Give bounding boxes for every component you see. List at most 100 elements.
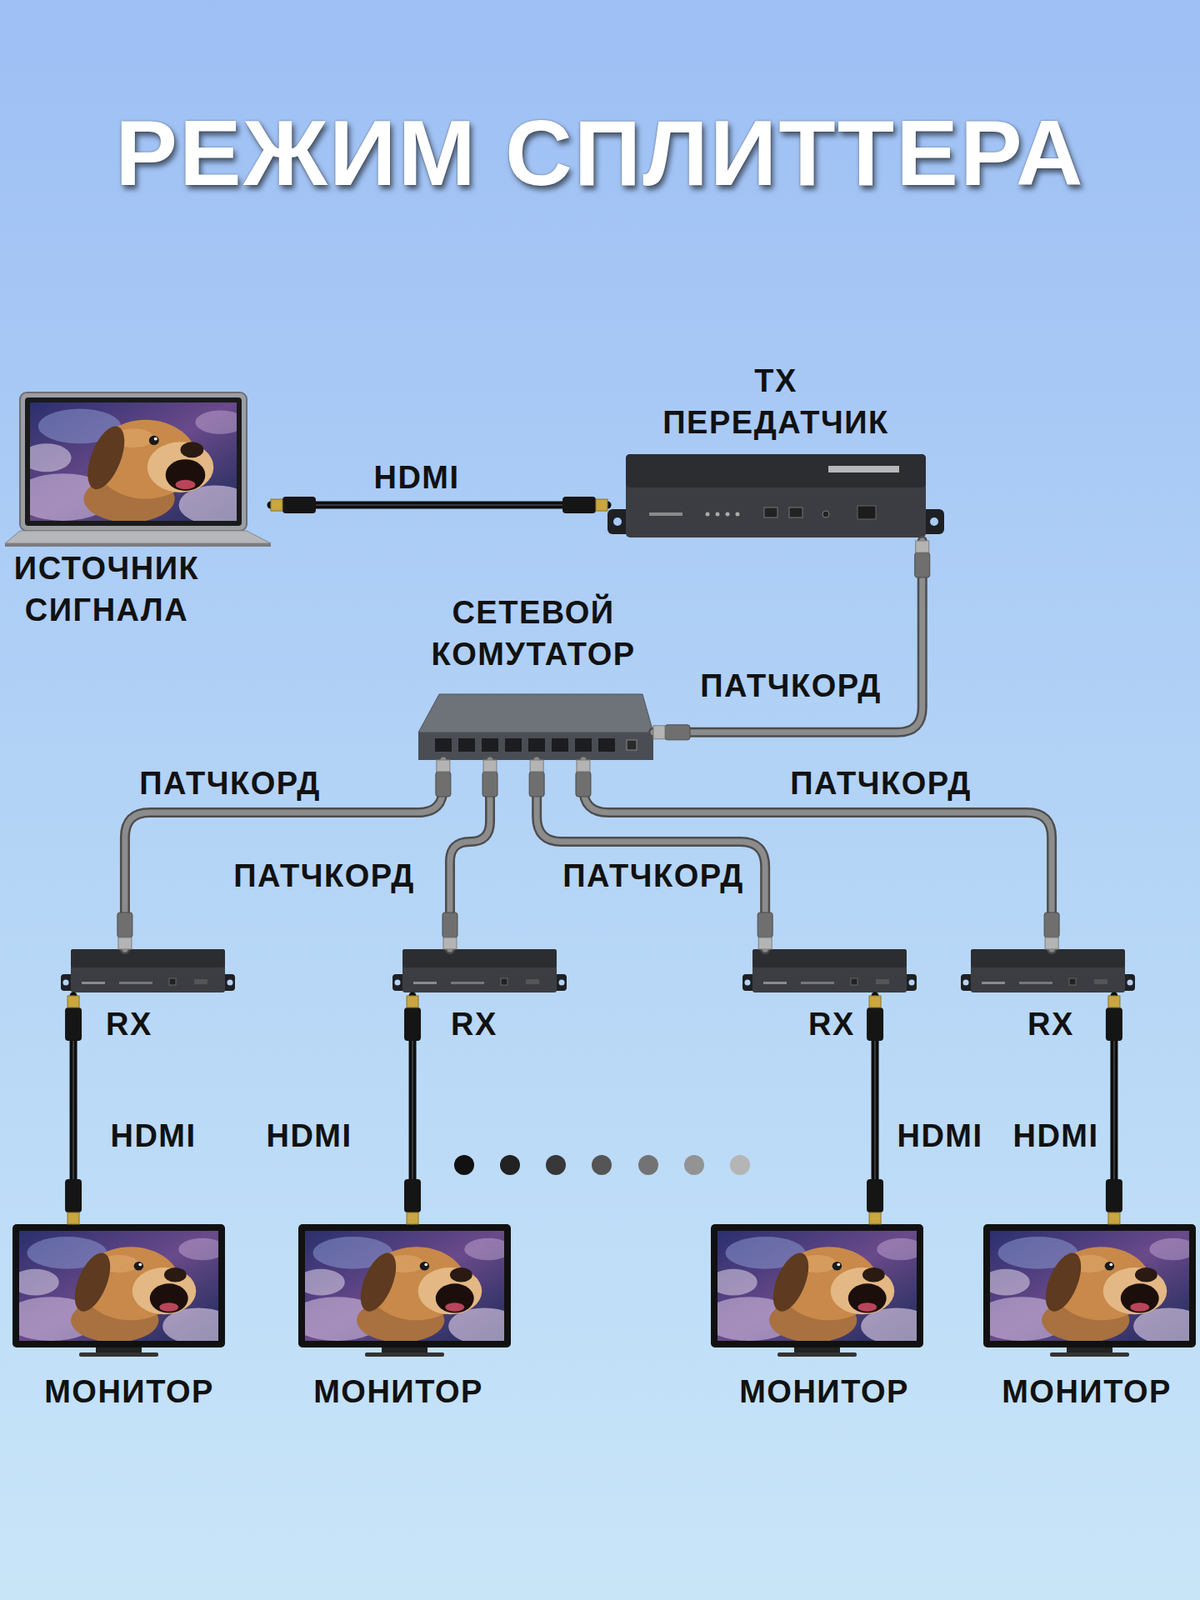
dot [591,1155,612,1175]
hdmi-cable [866,995,884,1225]
rx-device [60,949,235,993]
edge-label-wrap: ПАТЧКОРД [624,665,958,707]
cable-plug [866,995,884,1041]
diagram-title: РЕЖИМ СПЛИТТЕРА [115,97,1085,210]
device-label: МОНИТОР [20,1370,238,1413]
rj45-plug-boot [1044,912,1060,938]
cable-plug [1105,995,1123,1041]
hdmi-plug-tip [869,1212,881,1225]
rj45-plug-head [1045,937,1059,950]
cable-plug [529,760,545,797]
rj45-plug-boot [482,771,498,797]
device-label: RX [1000,1003,1101,1045]
title-wrap: РЕЖИМ СПЛИТТЕРА [0,97,1200,210]
device-label: ИСТОЧНИК СИГНАЛА [5,547,209,631]
switch-port [528,738,545,752]
dot [684,1155,705,1175]
dot [545,1155,566,1175]
rx-receiver: RX [742,949,917,996]
cable-label: HDMI [1012,1115,1099,1157]
hdmi-cable [1105,995,1123,1225]
hdmi-cable [65,995,82,1225]
monitor-node: МОНИТОР [12,1224,225,1358]
cable-plug [404,995,421,1041]
tx-transmitter: TX ПЕРЕДАТЧИК [607,454,945,541]
rj45-plug-boot [757,912,773,938]
cable-plug [1105,1179,1123,1225]
rj45-plug-head [530,760,544,772]
switch-port [505,738,522,752]
signal-source: ИСТОЧНИК СИГНАЛА [5,392,271,547]
switch-port [575,738,592,752]
cable-core [583,760,1052,950]
cable-core [536,760,765,950]
network-switch-device [418,694,654,760]
cable-plug [442,912,458,950]
hdmi-plug-body [1105,1007,1123,1041]
cable-core [653,540,923,733]
cable-plug [1044,912,1060,950]
cable-plug [65,1179,82,1225]
patch-cord [117,760,451,950]
cable-plug [435,760,451,797]
cable-jacket [270,501,608,510]
rj45-plug-boot [575,771,591,797]
ellipsis-dots [454,1155,750,1175]
rj45-plug-head [758,937,772,950]
hdmi-plug-tip [869,995,881,1008]
rx-device [742,949,917,993]
cable-label: HDMI [265,1115,352,1157]
hdmi-plug-body [65,1007,82,1041]
device-label: RX [781,1003,882,1045]
switch-port [481,738,499,752]
rj45-plug-head [915,540,930,553]
cable-label: ПАТЧКОРД [700,665,882,707]
cable-plug [482,760,498,797]
switch-port [551,738,569,752]
patch-cord [575,760,1060,950]
cable-plug [270,496,316,514]
cable-plug [915,540,930,578]
device-label: МОНИТОР [978,1370,1195,1413]
monitor-node: МОНИТОР [983,1224,1196,1358]
hdmi-plug-body [404,1179,421,1213]
hdmi-plug-body [282,496,316,514]
rj45-plug-boot [442,912,458,938]
rj45-plug-head [436,760,450,772]
monitor [289,1224,520,1357]
dot [500,1155,520,1175]
cable-plug [575,760,591,797]
laptop [5,392,271,547]
cable-label: HDMI [110,1115,196,1157]
hdmi-plug-tip [406,995,419,1008]
hdmi-plug-tip [1108,995,1120,1008]
patch-cord [442,760,498,950]
switch-top [418,694,654,733]
hdmi-plug-body [404,1007,421,1041]
switch-button [626,740,637,750]
rj45-plug-boot [117,912,133,938]
rj45-plug-head [653,725,665,740]
patch-cord [653,540,930,740]
patch-cord [529,760,773,950]
cable-plug [757,912,773,950]
monitor-node: МОНИТОР [710,1224,924,1358]
cable-label: ПАТЧКОРД [562,855,745,897]
edge-label-wrap: ПАТЧКОРД [157,855,491,897]
switch-port [435,738,452,752]
cable-plug [653,725,690,740]
device-label: TX ПЕРЕДАТЧИК [650,360,901,444]
rj45-plug-head [483,760,497,772]
laptop-base-edge [5,543,271,547]
switch-port [458,738,475,752]
rx-device [960,949,1135,993]
rx-device [392,949,567,993]
hdmi-plug-body [65,1179,82,1213]
rj45-plug-head [118,937,132,950]
hdmi-plug-body [562,496,596,514]
edge-label-wrap: ПАТЧКОРД [486,855,820,897]
hdmi-plug-tip [270,499,283,511]
cable-jacket [125,760,444,950]
cable-plug [117,912,133,950]
